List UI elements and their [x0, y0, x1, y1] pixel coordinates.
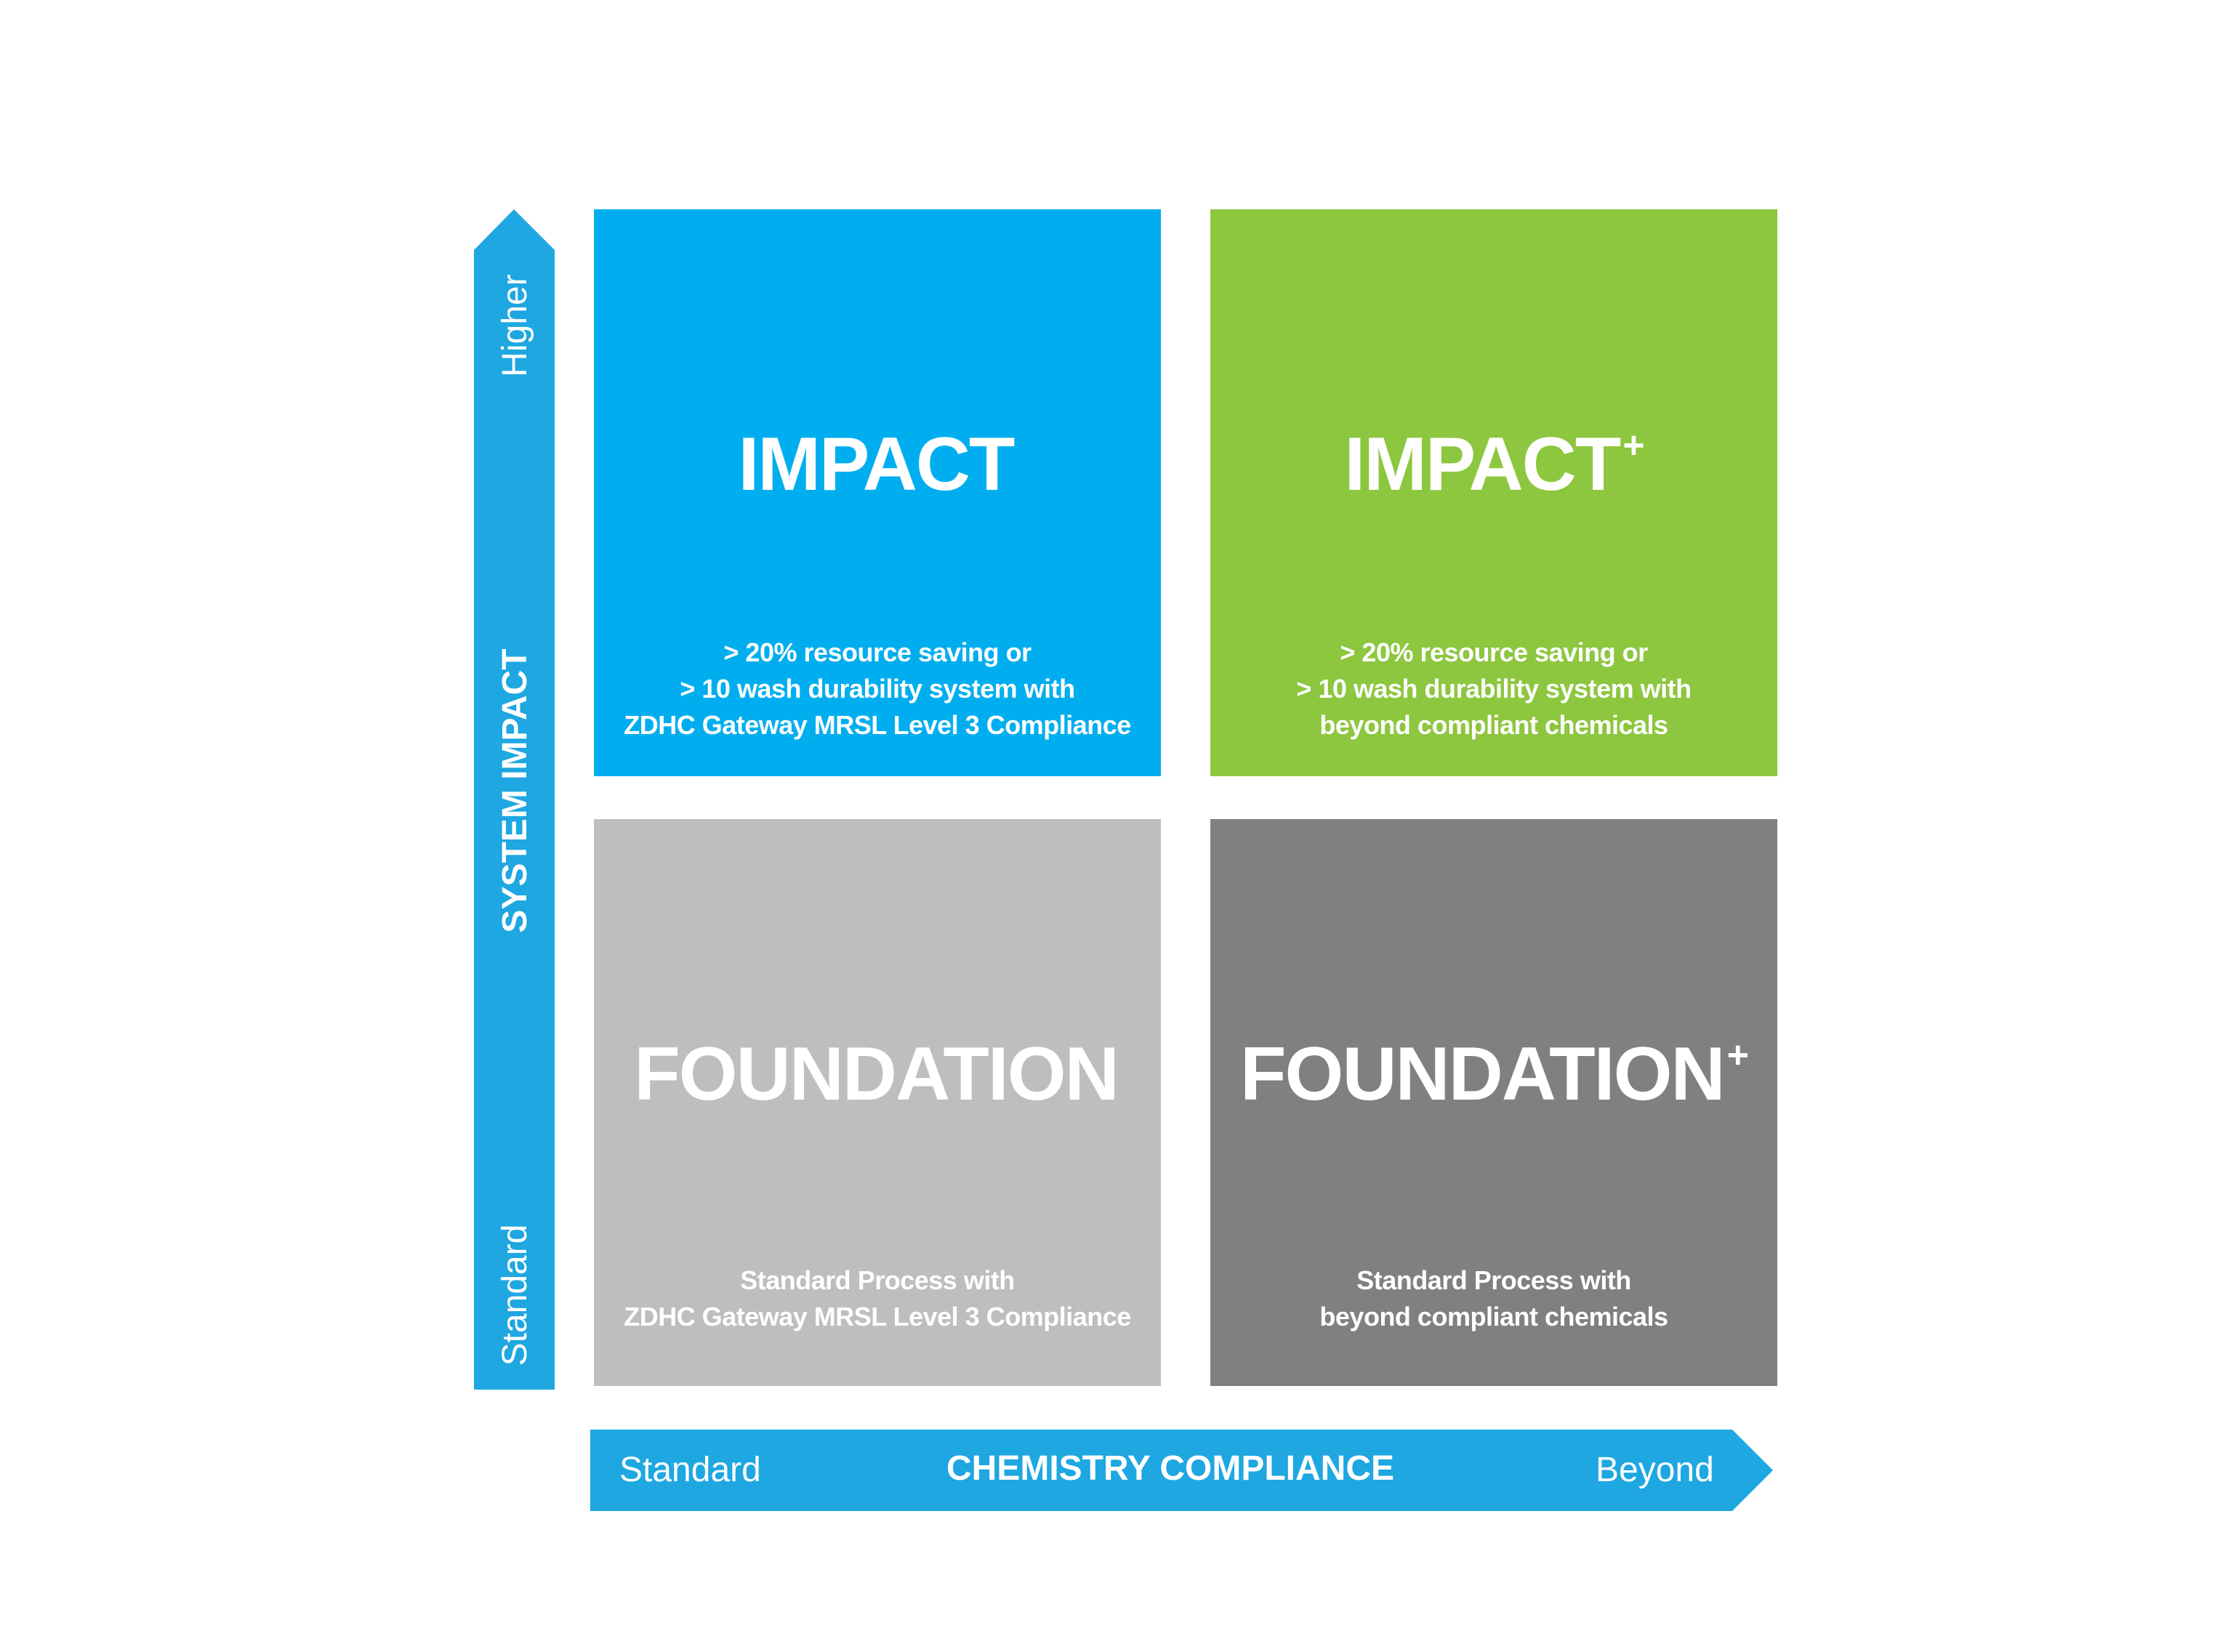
- quadrant-impact-plus: IMPACT+ > 20% resource saving or > 10 wa…: [1210, 209, 1777, 776]
- quadrant-description: Standard Process with beyond compliant c…: [1225, 1262, 1763, 1335]
- quadrant-title: FOUNDATION: [594, 1008, 1161, 1116]
- plus-superscript: +: [1726, 1034, 1749, 1076]
- quadrant-title: FOUNDATION+: [1210, 1008, 1777, 1116]
- description-line: ZDHC Gateway MRSL Level 3 Compliance: [624, 710, 1131, 740]
- quadrant-description: > 20% resource saving or > 10 wash durab…: [608, 634, 1146, 744]
- description-line: > 10 wash durability system with: [680, 674, 1075, 704]
- description-line: Standard Process with: [740, 1265, 1015, 1295]
- description-line: beyond compliant chemicals: [1319, 1302, 1668, 1331]
- description-line: Standard Process with: [1356, 1265, 1631, 1295]
- y-axis-title: SYSTEM IMPACT: [496, 648, 534, 933]
- quadrant-title-text: IMPACT: [1344, 422, 1621, 507]
- description-line: ZDHC Gateway MRSL Level 3 Compliance: [624, 1302, 1131, 1331]
- x-axis-arrow: [590, 1430, 1773, 1511]
- quadrant-description: > 20% resource saving or > 10 wash durab…: [1225, 634, 1763, 744]
- x-axis-high-label: Beyond: [1596, 1451, 1714, 1489]
- x-axis-title: CHEMISTRY COMPLIANCE: [946, 1449, 1395, 1488]
- description-line: > 10 wash durability system with: [1296, 674, 1692, 704]
- description-line: beyond compliant chemicals: [1319, 710, 1668, 740]
- quadrant-title: IMPACT: [594, 398, 1161, 507]
- y-axis-low-label: Standard: [496, 1224, 534, 1366]
- y-axis-arrow: [474, 209, 555, 1390]
- quadrant-title-text: FOUNDATION: [1240, 1032, 1726, 1116]
- description-line: > 20% resource saving or: [1340, 637, 1648, 667]
- description-line: > 20% resource saving or: [723, 637, 1031, 667]
- y-axis-high-label: Higher: [496, 274, 534, 377]
- x-axis-low-label: Standard: [619, 1451, 761, 1489]
- quadrant-impact: IMPACT > 20% resource saving or > 10 was…: [594, 209, 1161, 776]
- quadrant-title-text: FOUNDATION: [634, 1032, 1119, 1116]
- quadrant-foundation: FOUNDATION Standard Process with ZDHC Ga…: [594, 819, 1161, 1386]
- quadrant-title-text: IMPACT: [738, 422, 1016, 507]
- quadrant-description: Standard Process with ZDHC Gateway MRSL …: [608, 1262, 1146, 1335]
- quadrant-title: IMPACT+: [1210, 398, 1777, 507]
- plus-superscript: +: [1622, 424, 1644, 467]
- quadrant-foundation-plus: FOUNDATION+ Standard Process with beyond…: [1210, 819, 1777, 1386]
